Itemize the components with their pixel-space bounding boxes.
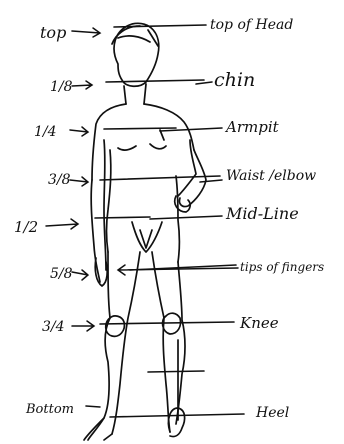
figure-outline	[84, 23, 206, 440]
left-leg	[88, 252, 140, 440]
label-three-eighths: 3/8	[48, 172, 71, 188]
label-armpit: Armpit	[224, 118, 280, 136]
left-labels: top 1/8 1/4 3/8 1/2 5/8 3/4 Bottom	[14, 23, 74, 417]
label-quarter: 1/4	[34, 124, 57, 140]
left-shoulder	[92, 104, 126, 180]
arrow-bottom	[86, 406, 100, 407]
line-mid	[95, 216, 222, 219]
arrow-quarter	[70, 127, 88, 136]
label-chin: chin	[214, 69, 255, 91]
line-lower-leg	[148, 371, 204, 372]
label-mid-line: Mid-Line	[225, 204, 299, 223]
torso-right-side	[176, 176, 180, 262]
right-leg	[152, 252, 185, 432]
left-knee	[106, 316, 125, 336]
arrow-three-quarters	[72, 321, 94, 331]
right-shoulder	[144, 104, 194, 150]
leader-chin	[196, 82, 212, 84]
arrow-three-eighths	[70, 177, 88, 186]
label-bottom: Bottom	[25, 402, 74, 417]
label-heel: Heel	[255, 405, 289, 421]
torso-left-side	[107, 150, 111, 252]
label-top: top	[40, 23, 66, 42]
right-labels: top of Head chin Armpit Waist /elbow Mid…	[210, 17, 324, 421]
arrow-half	[46, 219, 78, 229]
label-top-of-head: top of Head	[210, 17, 293, 33]
right-arm	[178, 140, 206, 207]
label-three-quarters: 3/4	[42, 319, 65, 335]
left-arm	[91, 140, 106, 282]
left-foot	[84, 418, 112, 440]
label-eighth: 1/8	[50, 79, 73, 95]
label-waist-elbow: Waist /elbow	[226, 168, 316, 184]
arrow-five-eighths	[72, 270, 88, 280]
label-half: 1/2	[14, 218, 38, 236]
chest-marks	[118, 130, 166, 150]
line-armpit	[104, 128, 222, 131]
label-five-eighths: 5/8	[50, 266, 73, 282]
line-knee	[100, 322, 234, 324]
arrow-eighth	[72, 81, 92, 89]
line-waist	[100, 176, 220, 180]
arrow-top	[72, 28, 100, 37]
label-knee: Knee	[239, 314, 279, 332]
line-chin	[106, 80, 204, 82]
leader-waist	[200, 180, 222, 182]
label-finger-tips: tips of fingers	[240, 260, 324, 274]
pelvis	[132, 222, 162, 252]
hair	[112, 26, 158, 46]
